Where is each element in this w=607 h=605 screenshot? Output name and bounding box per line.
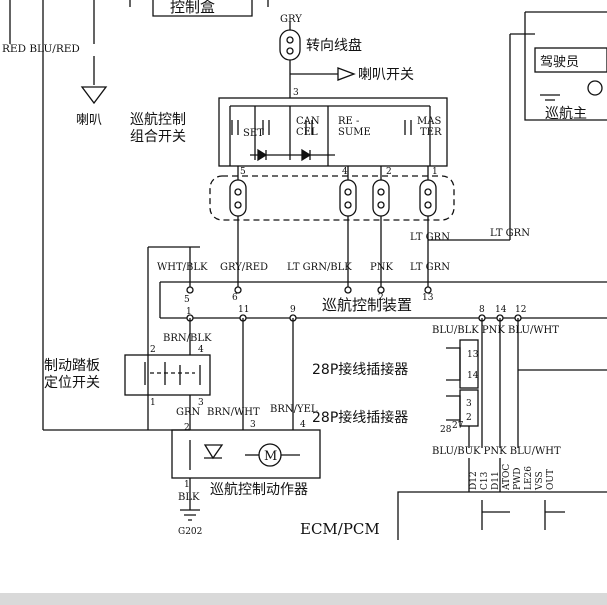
upper-connector-wires: BLU/BLK PNK BLU/WHT (432, 325, 559, 336)
lower-connector-pin-27: 27 (452, 421, 464, 431)
brake-pin-4: 4 (198, 345, 204, 355)
red-blu-red-label: RED BLU/RED (2, 43, 80, 55)
lt-grn-label-a: LT GRN (410, 232, 450, 243)
actuator-pin-2: 2 (184, 423, 190, 433)
cu-pin-2: 2 (378, 293, 384, 303)
ecm-pin-d11: D11 (491, 471, 501, 490)
actuator-label: 巡航控制动作器 (210, 482, 308, 498)
combo-pin-2: 2 (386, 167, 392, 177)
cu-pin-5: 5 (184, 295, 190, 305)
cu-pin-13: 13 (422, 293, 434, 303)
combo-switch-box (218, 97, 448, 167)
cu-pin-11: 11 (238, 305, 249, 315)
control-unit-label: 巡航控制装置 (322, 296, 412, 314)
brake-switch-label-2: 定位开关 (44, 375, 100, 391)
upper-connector-label: 28P接线插接器 (312, 361, 408, 378)
ecm-pin-vss: VSS (535, 471, 545, 491)
grn-label: GRN (176, 407, 201, 418)
gry-red-label: GRY/RED (220, 262, 268, 273)
actuator-box (171, 429, 321, 479)
brn-yel-label: BRN/YEL (270, 404, 318, 415)
master-label-2: TER (420, 127, 442, 138)
cu-pin-12: 12 (515, 305, 526, 315)
dashed-connector (209, 175, 455, 221)
ecm-pin-out: OUT (546, 469, 556, 490)
cruise-control-wiring-diagram: 控制盒 GRY RED BLU/RED 喇叭 转向线盘 喇叭开关 驾驶员 巡航主… (0, 0, 607, 540)
combo-pin-3: 3 (293, 88, 299, 98)
lt-grn-label-c: LT GRN (410, 262, 450, 273)
upper-connector-pin-13: 13 (467, 350, 479, 360)
ecm-box (397, 491, 607, 540)
actuator-pin-4: 4 (300, 420, 306, 430)
lower-connector-pin-2: 2 (466, 413, 472, 423)
control-box-label: 控制盒 (170, 0, 215, 16)
cancel-label-2: CEL (296, 127, 318, 138)
ecm-pin-d12: D12 (469, 471, 479, 490)
brake-switch-label-1: 制动踏板 (44, 358, 100, 374)
driver-label: 驾驶员 (540, 55, 579, 70)
ground-symbol (180, 509, 200, 521)
lt-grn-blk-label: LT GRN/BLK (287, 262, 352, 273)
resume-label-1: RE - (338, 116, 359, 127)
combo-switch-label-1: 巡航控制 (130, 112, 186, 128)
pnk-label: PNK (370, 262, 393, 273)
combo-pin-4: 4 (342, 167, 348, 177)
resume-label-2: SUME (338, 127, 371, 138)
horn-switch-label: 喇叭开关 (358, 67, 414, 83)
control-box-outline (152, 0, 253, 17)
gry-wire-label: GRY (280, 14, 302, 25)
lower-connector-wires: BLU/BUK PNK BLU/WHT (432, 446, 561, 457)
ecm-pin-le26: LE26 (524, 466, 534, 490)
cu-pin-9: 9 (290, 305, 296, 315)
upper-connector-pin-14: 14 (467, 371, 479, 381)
cancel-label-1: CAN (296, 116, 320, 127)
lower-connector-pin-28: 28 (440, 425, 452, 435)
ecm-label: ECM/PCM (300, 520, 380, 538)
brake-switch-box (124, 354, 211, 396)
blk-label: BLK (178, 492, 200, 503)
horn-switch-arrow (337, 67, 356, 81)
horn-label: 喇叭 (76, 113, 102, 128)
ecm-pin-c13: C13 (480, 471, 490, 490)
combo-switch-label-2: 组合开关 (130, 129, 186, 145)
actuator-pin-3: 3 (250, 420, 256, 430)
motor-label: M (264, 449, 277, 464)
driver-box (534, 47, 607, 73)
combo-pin-5: 5 (240, 167, 246, 177)
brake-pin-3: 3 (198, 398, 204, 408)
cruise-main-box (524, 12, 607, 121)
master-label-1: MAS (417, 116, 441, 127)
lower-connector-label: 28P接线插接器 (312, 409, 408, 426)
brake-pin-1: 1 (150, 398, 156, 408)
combo-pin-1: 1 (432, 167, 438, 177)
lower-connector-pin-3: 3 (466, 399, 472, 409)
wiring-diagram-svg: 控制盒 GRY RED BLU/RED 喇叭 转向线盘 喇叭开关 驾驶员 巡航主… (2, 0, 607, 540)
brn-blk-label: BRN/BLK (163, 333, 212, 344)
clock-spring-label: 转向线盘 (306, 37, 362, 54)
ecm-pin-pwd: PWD (513, 467, 523, 490)
cu-pin-1: 1 (186, 307, 192, 317)
cu-pin-14: 14 (495, 305, 507, 315)
brake-pin-2: 2 (150, 345, 156, 355)
actuator-pin-1: 1 (184, 480, 190, 490)
bottom-scrollbar[interactable] (0, 593, 607, 605)
horn-symbol (80, 86, 108, 105)
wht-blk-label: WHT/BLK (157, 262, 208, 273)
set-label: SET (243, 128, 264, 139)
ground-label: G202 (178, 527, 202, 537)
lt-grn-label-b: LT GRN (490, 228, 530, 239)
cu-pin-6: 6 (232, 293, 238, 303)
cruise-main-label: 巡航主 (545, 106, 587, 122)
cu-pin-8: 8 (479, 305, 485, 315)
brn-wht-label: BRN/WHT (207, 407, 260, 418)
ecm-pin-atoc: ATOC (502, 464, 512, 491)
clock-spring-symbol (279, 29, 301, 61)
